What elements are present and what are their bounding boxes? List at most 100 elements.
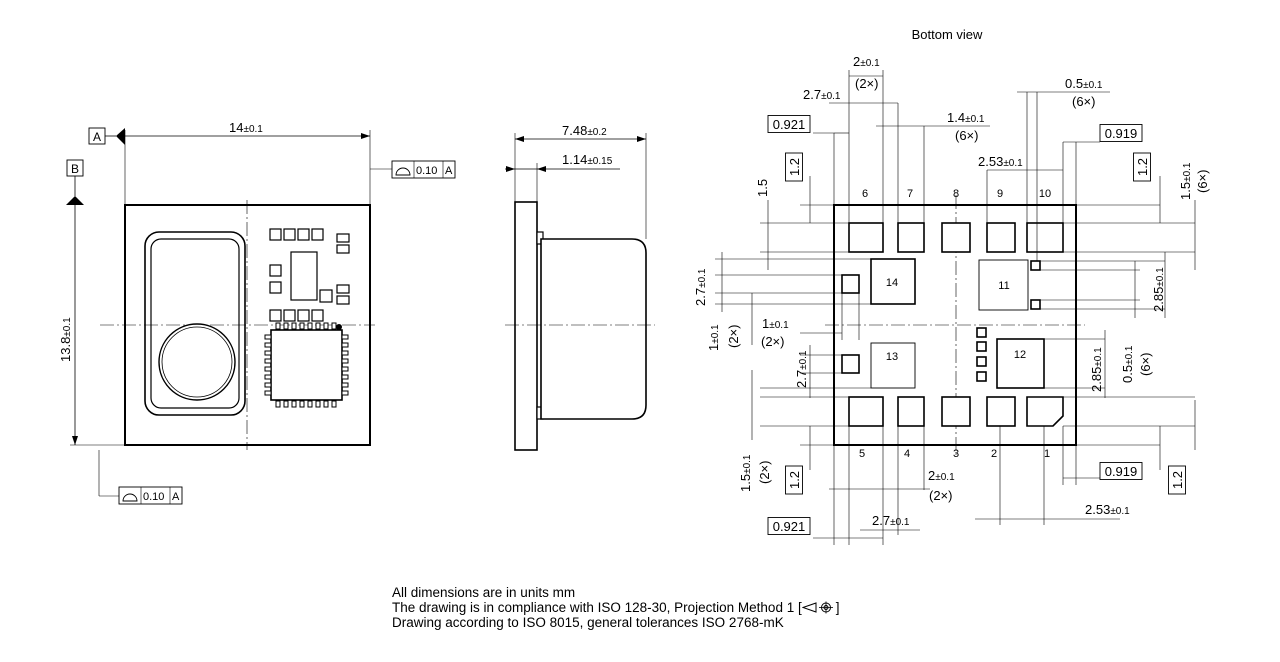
big-pad-label: 12 <box>1014 349 1026 361</box>
pad-label: 2 <box>991 448 997 460</box>
small-pad <box>841 354 860 374</box>
svg-text:A: A <box>172 491 180 503</box>
pad-14 <box>870 258 916 305</box>
ic-pin <box>264 358 272 364</box>
dim-2.53-bottom: 2.53±0.1 <box>1085 502 1130 517</box>
datum-b-triangle <box>66 196 84 205</box>
basic-dimension-box <box>767 115 811 133</box>
ic-pin <box>341 358 349 364</box>
svg-text:A: A <box>445 165 453 177</box>
ic-pin <box>341 382 349 388</box>
side-flange-dim: 1.14±0.15 <box>562 152 613 167</box>
side-view: 7.48±0.2 1.14±0.15 <box>505 123 655 451</box>
basic-dimension-box <box>1133 152 1151 182</box>
projection-method-icon <box>801 601 833 614</box>
big-pad-label: 14 <box>886 277 898 289</box>
pin1-marker <box>336 324 342 330</box>
ic-pin <box>323 400 329 408</box>
dim-1-left: 1±0.1 <box>706 324 721 351</box>
dim-2-top: 2±0.1 <box>853 54 880 69</box>
sensor-window-outer <box>144 231 246 416</box>
pad-12 <box>996 338 1045 389</box>
pad-3 <box>941 396 971 427</box>
basic-dimension-box <box>1099 124 1143 142</box>
ic-pin <box>307 322 313 330</box>
side-flange <box>514 201 538 451</box>
pad-label: 6 <box>862 188 868 200</box>
ic-pin <box>341 350 349 356</box>
flatness-bottom-frame <box>118 486 183 505</box>
ic-pins <box>264 322 349 408</box>
ic-pin <box>291 322 297 330</box>
basic-dimension-box <box>1099 462 1143 480</box>
pad-label: 9 <box>997 188 1003 200</box>
technical-drawing: A B 14±0.1 13.8±0.1 0.10 A 0.10 <box>58 27 1210 545</box>
basic-dimension: 1.2 <box>787 158 802 176</box>
ic-pin <box>315 400 321 408</box>
basic-dimension-box <box>785 152 803 182</box>
dim-1-mid-count: (2×) <box>761 334 784 349</box>
ic-pin <box>341 366 349 372</box>
ic-pin <box>291 400 297 408</box>
small-pad <box>841 274 860 294</box>
basic-dimension: 1.2 <box>1170 471 1185 489</box>
dim-2.7-left2: 2.7±0.1 <box>794 350 809 388</box>
ic-pin <box>315 322 321 330</box>
datum-a-triangle <box>116 128 125 145</box>
ic-pin <box>299 400 305 408</box>
smd-components <box>269 228 350 322</box>
ic-pin <box>275 400 281 408</box>
pad-5 <box>848 396 884 427</box>
dim-2.7-top: 2.7±0.1 <box>803 87 841 102</box>
note-units: All dimensions are in units mm <box>392 585 576 600</box>
basic-dimension: 0.921 <box>773 117 806 132</box>
ic-pin <box>264 366 272 372</box>
ic-pin <box>264 350 272 356</box>
dim-1.5-left-bot-count: (2×) <box>757 461 772 484</box>
pad-label: 4 <box>904 448 910 460</box>
ic-pin <box>264 374 272 380</box>
sensor-lens <box>158 323 236 401</box>
ic-pin <box>264 382 272 388</box>
note-projection: The drawing is in compliance with ISO 12… <box>392 600 840 615</box>
pad-11 <box>978 259 1029 311</box>
ic-pin <box>264 390 272 396</box>
pad-4 <box>897 396 925 427</box>
side-housing <box>540 238 647 420</box>
surface-profile-icon <box>122 493 138 502</box>
dim-1.5-right-count: (6×) <box>1195 170 1210 193</box>
ic-chip <box>270 329 343 401</box>
datum-a-label: A <box>93 130 101 144</box>
pad-10 <box>1026 222 1064 253</box>
pad-13 <box>870 342 916 389</box>
basic-dimension-box <box>1168 465 1186 495</box>
dim-0.5-right-count: (6×) <box>1138 353 1153 376</box>
dim-0.5-top-count: (6×) <box>1072 94 1095 109</box>
dim-0.5-right: 0.5±0.1 <box>1120 345 1135 383</box>
pad-9 <box>986 222 1016 253</box>
ic-pin <box>341 390 349 396</box>
ic-pin <box>331 400 337 408</box>
dim-0.5-top: 0.5±0.1 <box>1065 76 1103 91</box>
ic-pin <box>341 334 349 340</box>
dim-2.85-right-top: 2.85±0.1 <box>1151 267 1166 312</box>
ic-pin <box>283 400 289 408</box>
ic-pin <box>275 322 281 330</box>
ic-pin <box>264 334 272 340</box>
dim-2-bottom: 2±0.1 <box>928 468 955 483</box>
basic-dimension: 1.2 <box>1135 158 1150 176</box>
flatness-top-frame <box>391 160 456 179</box>
pad-label: 3 <box>953 448 959 460</box>
ic-pin <box>323 322 329 330</box>
front-height-dim: 13.8±0.1 <box>58 317 73 362</box>
dim-1.4: 1.4±0.1 <box>947 110 985 125</box>
big-pad-label: 11 <box>998 280 1009 292</box>
pad-6 <box>848 222 884 253</box>
dim-2.7-left: 2.7±0.1 <box>693 268 708 306</box>
basic-dimension-box <box>767 517 811 535</box>
datum-b-label: B <box>71 162 79 176</box>
basic-dimension-box <box>785 465 803 495</box>
big-pad-label: 13 <box>886 351 898 363</box>
basic-dimension: 0.919 <box>1105 126 1138 141</box>
